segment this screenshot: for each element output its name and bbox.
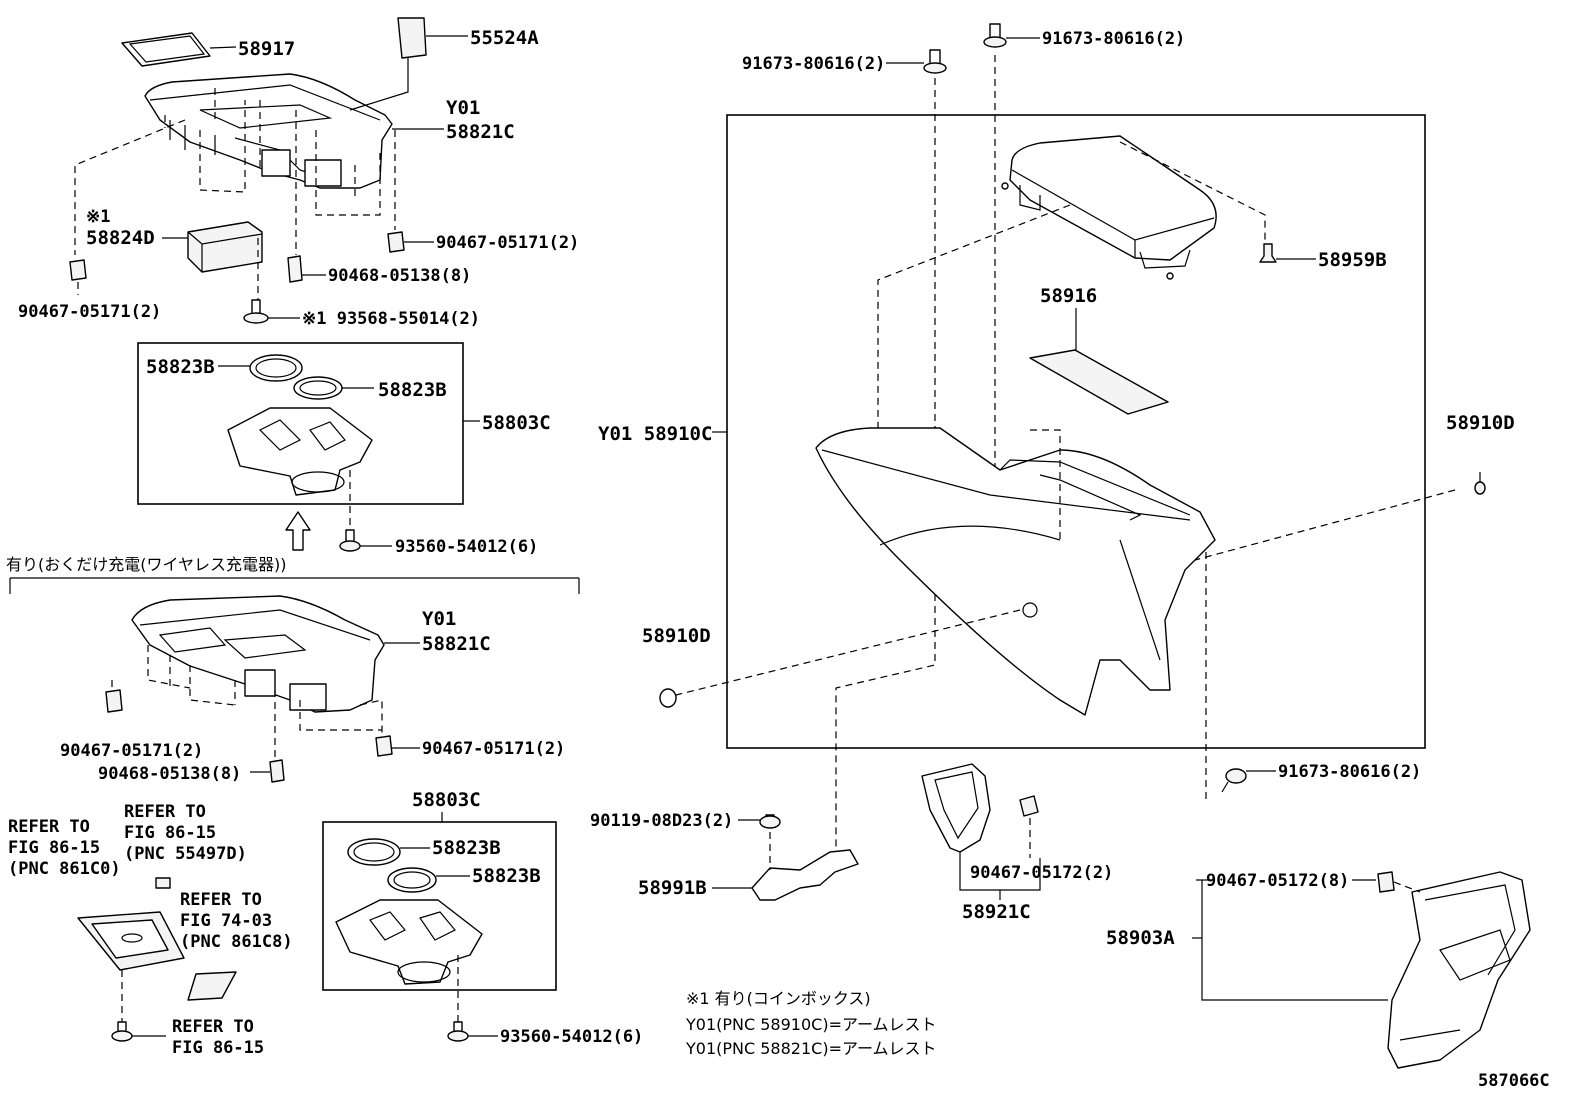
label-bolt-mid: 91673-80616(2) <box>1042 29 1185 49</box>
label-refer-d-2: FIG 86-15 <box>172 1038 264 1058</box>
label-58821C-b: 58821C <box>422 633 491 655</box>
bracket-58991B <box>712 814 859 901</box>
label-58903A: 58903A <box>1106 927 1175 949</box>
label-fig-code: 587066C <box>1478 1071 1550 1091</box>
tray-mat-58917 <box>121 32 211 67</box>
label-90468-b: 90468-05138(8) <box>98 764 241 784</box>
label-note1-mark: ※1 <box>86 207 110 227</box>
label-90119: 90119-08D23(2) <box>590 811 733 831</box>
label-refer-a-2: FIG 86-15 <box>8 838 100 858</box>
clip-90468-upper <box>287 255 326 283</box>
label-58803C-a: 58803C <box>482 412 551 434</box>
label-refer-b-1: REFER TO <box>124 802 206 822</box>
label-58991B: 58991B <box>638 877 707 899</box>
label-58823B-b2: 58823B <box>472 865 541 887</box>
label-wireless-caption: 有り(おくだけ充電(ワイヤレス充電器)) <box>6 555 287 574</box>
clip-90467-upper-left <box>69 259 87 295</box>
console-box-58910C <box>675 427 1456 716</box>
label-58823B-a2: 58823B <box>378 379 447 401</box>
screw-58959B <box>1259 243 1316 263</box>
coin-box-58824D <box>162 221 263 300</box>
label-55524A: 55524A <box>470 27 539 49</box>
label-58823B-b1: 58823B <box>432 837 501 859</box>
label-refer-b-2: FIG 86-15 <box>124 823 216 843</box>
label-refer-a-1: REFER TO <box>8 817 90 837</box>
label-clip-upper-right: 90467-05171(2) <box>436 233 579 253</box>
sheet-861C8 <box>187 971 237 1001</box>
console-panel-upper <box>74 17 468 255</box>
label-58959B: 58959B <box>1318 249 1387 271</box>
label-note-coin: ※1 有り(コインボックス) <box>686 989 871 1008</box>
wireless-bracket <box>9 577 580 594</box>
label-58823B-a1: 58823B <box>146 356 215 378</box>
label-bolt-lower: 91673-80616(2) <box>1278 762 1421 782</box>
label-refer-c-3: (PNC 861C8) <box>180 932 293 952</box>
screw-93560-upper <box>339 470 392 552</box>
clip-90467-lower-right <box>375 735 420 757</box>
label-y01-b: Y01 <box>422 608 456 630</box>
label-clip-lower-right: 90467-05171(2) <box>422 739 565 759</box>
label-screw-93560-b: 93560-54012(6) <box>500 1027 643 1047</box>
console-panel-lower <box>111 595 420 765</box>
label-bolt-left: 91673-80616(2) <box>742 54 885 74</box>
plug-58910D-right <box>1474 472 1486 495</box>
label-refer-c-1: REFER TO <box>180 890 262 910</box>
cup-holder-box-lower <box>322 812 557 1042</box>
label-note-y01-2: Y01(PNC 58821C)=アームレスト <box>685 1039 937 1058</box>
label-90468-a: 90468-05138(8) <box>328 266 471 286</box>
label-clip-lower-left: 90467-05171(2) <box>60 741 203 761</box>
wireless-charger <box>77 877 237 1042</box>
label-y01-58910C: Y01 58910C <box>598 423 712 445</box>
clip-90467-05172-b <box>1377 871 1395 893</box>
panel-58921C <box>921 763 1041 900</box>
label-refer-c-2: FIG 74-03 <box>180 911 272 931</box>
label-refer-d-1: REFER TO <box>172 1017 254 1037</box>
label-58803C-b: 58803C <box>412 789 481 811</box>
plug-58910D-left <box>659 688 677 708</box>
label-58821C-a: 58821C <box>446 121 515 143</box>
clip-90467-lower-left <box>105 689 123 713</box>
switch-55524A <box>397 17 427 59</box>
label-58910D-right: 58910D <box>1446 412 1515 434</box>
label-refer-b-3: (PNC 55497D) <box>124 844 247 864</box>
label-note-y01-1: Y01(PNC 58910C)=アームレスト <box>685 1015 937 1034</box>
label-90467-05172-b: 90467-05172(8) <box>1206 871 1349 891</box>
lower-panel-58821C <box>131 595 385 713</box>
label-58910D-left: 58910D <box>642 625 711 647</box>
label-y01-a: Y01 <box>446 97 480 119</box>
armrest-lid <box>877 135 1266 470</box>
mat-58916 <box>1029 308 1169 415</box>
cup-holder-box-upper <box>137 342 480 505</box>
cup-holder-58803C <box>227 407 373 496</box>
label-screw-93568: ※1 93568-55014(2) <box>302 309 480 329</box>
label-refer-a-3: (PNC 861C0) <box>8 859 121 879</box>
label-58916: 58916 <box>1040 285 1097 307</box>
panel-58903A <box>1192 871 1531 1069</box>
clip-90467-upper-right <box>387 231 434 253</box>
label-clip-upper-left: 90467-05171(2) <box>18 302 161 322</box>
label-58921C: 58921C <box>962 901 1031 923</box>
label-58824D: 58824D <box>86 227 155 249</box>
label-58917: 58917 <box>238 38 295 60</box>
up-arrow <box>285 511 311 551</box>
console-box-frame <box>712 114 1426 749</box>
label-screw-93560-a: 93560-54012(6) <box>395 537 538 557</box>
clip-90468-lower <box>250 759 285 783</box>
label-90467-05172-a: 90467-05172(2) <box>970 863 1113 883</box>
screw-93568 <box>243 299 300 324</box>
